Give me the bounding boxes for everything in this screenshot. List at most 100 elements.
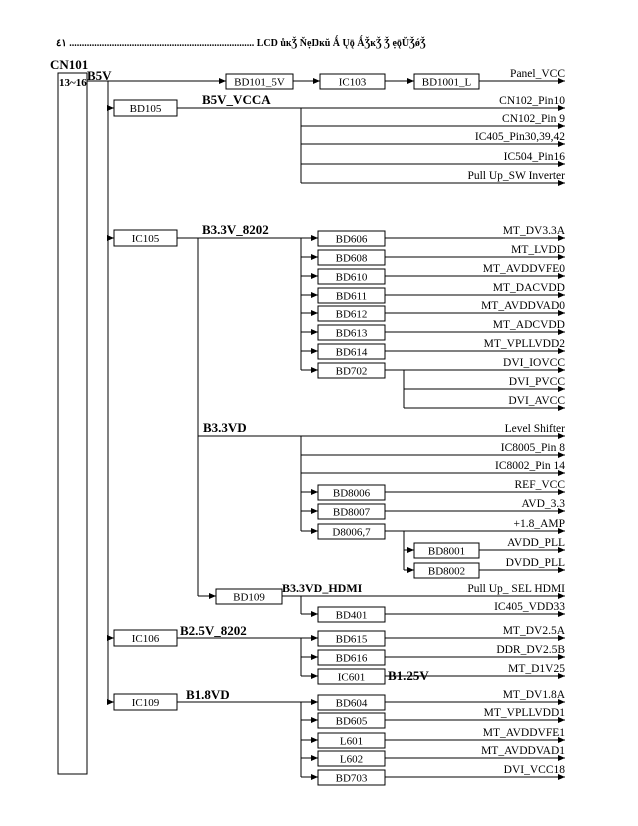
bd610-label: BD610 xyxy=(336,272,368,284)
d8006-7-label: D8006,7 xyxy=(332,527,371,539)
bd703-box: BD703 xyxy=(317,769,386,786)
mt-avddvad0-label: MT_AVDDVAD0 xyxy=(481,300,565,312)
l601-box: L601 xyxy=(317,732,386,749)
b5v-label: B5V xyxy=(87,68,112,83)
ic504-pin16-label: IC504_Pin16 xyxy=(504,151,566,163)
bd105-label: BD105 xyxy=(130,103,162,115)
bd610-box: BD610 xyxy=(317,268,386,285)
b33vd-label: B3.3VD xyxy=(203,420,247,435)
bd616-label: BD616 xyxy=(336,653,368,665)
bd703-label: BD703 xyxy=(336,773,368,785)
ic601-box: IC601 xyxy=(317,668,386,685)
mt-lvdd-label: MT_LVDD xyxy=(511,244,565,256)
bd109-box: BD109 xyxy=(215,588,283,605)
bd8007-label: BD8007 xyxy=(333,507,371,519)
panel-vcc-label: Panel_VCC xyxy=(510,68,565,80)
d8006-7-box: D8006,7 xyxy=(317,523,386,540)
mt-dv33a-label: MT_DV3.3A xyxy=(503,225,566,237)
l601-label: L601 xyxy=(340,736,363,748)
level-shifter-label: Level Shifter xyxy=(505,423,566,435)
bd101-5v-box: BD101_5V xyxy=(225,73,294,90)
bd101-5v-label: BD101_5V xyxy=(234,77,285,89)
bd613-box: BD613 xyxy=(317,324,386,341)
ref-vcc-label: REF_VCC xyxy=(515,479,566,491)
mt-dv25a-label: MT_DV2.5A xyxy=(503,625,566,637)
pullup-sw-label: Pull Up_SW Inverter xyxy=(467,170,565,182)
ic405-vdd33-label: IC405_VDD33 xyxy=(494,601,565,613)
cn102-pin9-label: CN102_Pin 9 xyxy=(502,113,565,125)
b125v-label: B1.25V xyxy=(388,668,429,683)
bd401-box: BD401 xyxy=(317,606,386,623)
page-number: ٤١ xyxy=(56,38,67,49)
bd8007-box: BD8007 xyxy=(317,503,386,520)
mt-avddvfe0-label: MT_AVDDVFE0 xyxy=(483,263,565,275)
b5v-vcca-label: B5V_VCCA xyxy=(202,92,271,107)
bd606-label: BD606 xyxy=(336,234,368,246)
bd8001-label: BD8001 xyxy=(428,546,465,558)
ddr-dv25b-label: DDR_DV2.5B xyxy=(496,644,565,656)
ic103-box: IC103 xyxy=(319,73,386,90)
mt-adcvdd-label: MT_ADCVDD xyxy=(493,319,565,331)
ic8002-pin14-label: IC8002_Pin 14 xyxy=(495,460,565,472)
mt-dacvdd-label: MT_DACVDD xyxy=(493,282,565,294)
bd615-box: BD615 xyxy=(317,630,386,647)
bd611-box: BD611 xyxy=(317,287,386,304)
bd614-box: BD614 xyxy=(317,343,386,360)
header-title: LCD ůĸǮ ŇẹŊĸŭ Ǻ Ųǭ ǺǮĸǮ Ǯ ẹǭŬǮǿǮ xyxy=(256,38,426,49)
bd8006-label: BD8006 xyxy=(333,488,371,500)
bd604-label: BD604 xyxy=(336,698,368,710)
bd401-label: BD401 xyxy=(336,610,368,622)
bd613-label: BD613 xyxy=(336,328,368,340)
cn101-connector xyxy=(57,72,88,775)
cn102-pin10-label: CN102_Pin10 xyxy=(499,95,565,107)
dvi-vcc18-label: DVI_VCC18 xyxy=(504,764,566,776)
bd612-box: BD612 xyxy=(317,305,386,322)
bd702-box: BD702 xyxy=(317,362,386,379)
ic103-label: IC103 xyxy=(339,77,367,89)
cn101-label: CN101 xyxy=(50,57,88,72)
bd8006-box: BD8006 xyxy=(317,484,386,501)
mt-dv18a-label: MT_DV1.8A xyxy=(503,689,566,701)
cn101-pins-label: 13~16 xyxy=(59,77,87,89)
bd615-label: BD615 xyxy=(336,634,368,646)
dvi-pvcc-label: DVI_PVCC xyxy=(509,376,566,388)
mt-avddvfe1-label: MT_AVDDVFE1 xyxy=(483,727,565,739)
bd8002-box: BD8002 xyxy=(413,562,480,579)
bd616-box: BD616 xyxy=(317,649,386,666)
bd1001-l-box: BD1001_L xyxy=(413,73,480,90)
pullup-sel-hdmi-label: Pull Up_ SEL HDMI xyxy=(467,583,565,595)
bd608-box: BD608 xyxy=(317,249,386,266)
ic106-box: IC106 xyxy=(113,629,178,647)
b33v-8202-label: B3.3V_8202 xyxy=(202,222,269,237)
mt-avddvad1-label: MT_AVDDVAD1 xyxy=(481,745,565,757)
b18vd-label: B1.8VD xyxy=(186,687,230,702)
ic8005-pin8-label: IC8005_Pin 8 xyxy=(501,442,565,454)
ic109-label: IC109 xyxy=(132,697,160,709)
l602-box: L602 xyxy=(317,750,386,767)
amp18-label: +1.8_AMP xyxy=(513,518,565,530)
bd1001-l-label: BD1001_L xyxy=(422,77,472,89)
ic109-box: IC109 xyxy=(113,693,178,711)
bd605-box: BD605 xyxy=(317,712,386,729)
mt-vpllvdd1-label: MT_VPLLVDD1 xyxy=(484,707,566,719)
ic105-box: IC105 xyxy=(113,229,178,247)
mt-d1v25-label: MT_D1V25 xyxy=(508,663,565,675)
bd605-label: BD605 xyxy=(336,716,368,728)
dvi-iovcc-label: DVI_IOVCC xyxy=(503,357,565,369)
dvdd-pll-label: DVDD_PLL xyxy=(506,557,565,569)
avdd-pll-label: AVDD_PLL xyxy=(507,537,565,549)
ic405-pin30-label: IC405_Pin30,39,42 xyxy=(475,131,565,143)
b33vd-hdmi-label: B3.3VD_HDMI xyxy=(282,581,363,595)
ic601-label: IC601 xyxy=(338,672,366,684)
bd614-label: BD614 xyxy=(336,347,368,359)
ic106-label: IC106 xyxy=(132,633,160,645)
bd8002-label: BD8002 xyxy=(428,566,465,578)
header-dots: ........................................… xyxy=(69,38,255,49)
bd604-box: BD604 xyxy=(317,694,386,711)
bd105-box: BD105 xyxy=(113,99,178,117)
page-header: ٤١ .....................................… xyxy=(56,38,426,49)
bd606-box: BD606 xyxy=(317,230,386,247)
bd608-label: BD608 xyxy=(336,253,368,265)
bd8001-box: BD8001 xyxy=(413,542,480,559)
